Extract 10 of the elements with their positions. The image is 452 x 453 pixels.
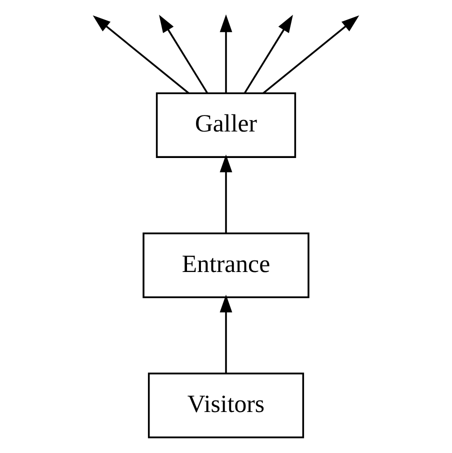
arrow xyxy=(244,14,293,94)
arrow xyxy=(262,15,360,94)
node-box: Entrance xyxy=(142,232,310,298)
arrow xyxy=(159,14,208,94)
node-box: Galler xyxy=(156,92,296,158)
arrow xyxy=(220,294,232,374)
node-box: Visitors xyxy=(148,372,304,438)
arrow xyxy=(220,154,232,234)
arrow xyxy=(220,14,232,94)
arrow xyxy=(92,15,190,94)
